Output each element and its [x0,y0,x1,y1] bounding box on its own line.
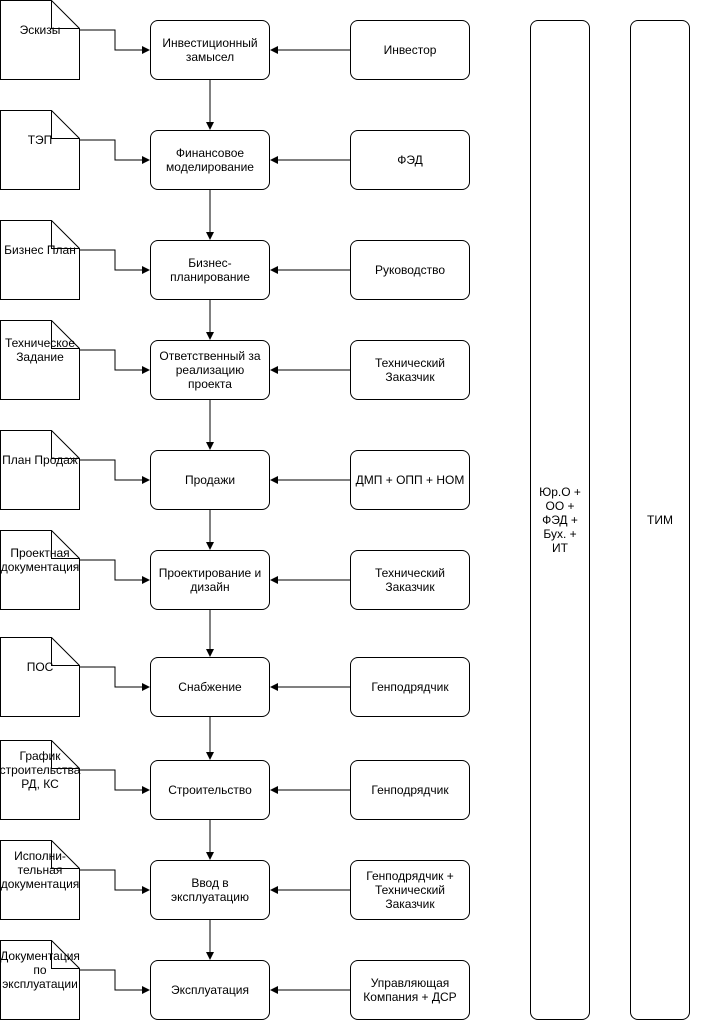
document-to-process-arrow [80,869,150,894]
process-box: Продажи [150,450,270,510]
document-label: Документация по эксплуатации [0,949,80,991]
document-to-process-arrow [80,249,150,274]
actor-box: ФЭД [350,130,470,190]
document-to-process-arrow [80,29,150,54]
document-fold [51,0,80,29]
document-to-process-arrow [80,969,150,994]
document-to-process-arrow [80,666,150,691]
document-fold [51,220,80,249]
document-fold [51,940,80,969]
document-shape [0,740,80,820]
document-label: Эскизы [19,23,61,37]
process-box: Проектирование и дизайн [150,550,270,610]
actor-box: Генподрядчик [350,657,470,717]
process-box: Ответственный за реализацию проекта [150,340,270,400]
process-box: Инвестиционный замысел [150,20,270,80]
process-box: Бизнес- планирование [150,240,270,300]
document-to-process-arrow [80,139,150,164]
document-to-process-arrow [80,459,150,484]
document-shape [0,530,80,610]
actor-box: Управляющая Компания + ДСР [350,960,470,1020]
actor-box: Руководство [350,240,470,300]
actor-box: Инвестор [350,20,470,80]
actor-box: Генподрядчик + Технический Заказчик [350,860,470,920]
process-box: Финансовое моделирование [150,130,270,190]
document-shape [0,220,80,300]
document-shape [0,430,80,510]
document-shape [0,940,80,1020]
document-shape [0,637,80,717]
actor-box: Технический Заказчик [350,340,470,400]
support-departments-column: Юр.О + ОО + ФЭД + Бух. + ИТ [530,20,590,1020]
document-to-process-arrow [80,559,150,584]
actor-box: ДМП + ОПП + НОМ [350,450,470,510]
document-label: Проектная документация [0,546,80,574]
document-fold [51,637,80,666]
document-label: Исполни- тельная документация [0,849,80,891]
document-shape [0,0,80,80]
document-fold [51,840,80,869]
document-shape [0,320,80,400]
document-shape [0,840,80,920]
document-fold [51,530,80,559]
document-label: Бизнес План [4,243,76,257]
document-fold [51,320,80,349]
document-label: План Продаж [2,453,78,467]
actor-box: Технический Заказчик [350,550,470,610]
process-box: Снабжение [150,657,270,717]
document-fold [51,430,80,459]
document-to-process-arrow [80,769,150,794]
process-box: Ввод в эксплуатацию [150,860,270,920]
document-fold [51,740,80,769]
document-to-process-arrow [80,349,150,374]
document-label: ТЭП [27,133,53,147]
document-label: ПОС [26,660,54,674]
document-label: График строительства РД, КС [0,749,81,791]
tim-column: ТИМ [630,20,690,1020]
document-label: Техническое Задание [4,336,76,364]
document-shape [0,110,80,190]
process-box: Эксплуатация [150,960,270,1020]
document-fold [51,110,80,139]
process-box: Строительство [150,760,270,820]
actor-box: Генподрядчик [350,760,470,820]
